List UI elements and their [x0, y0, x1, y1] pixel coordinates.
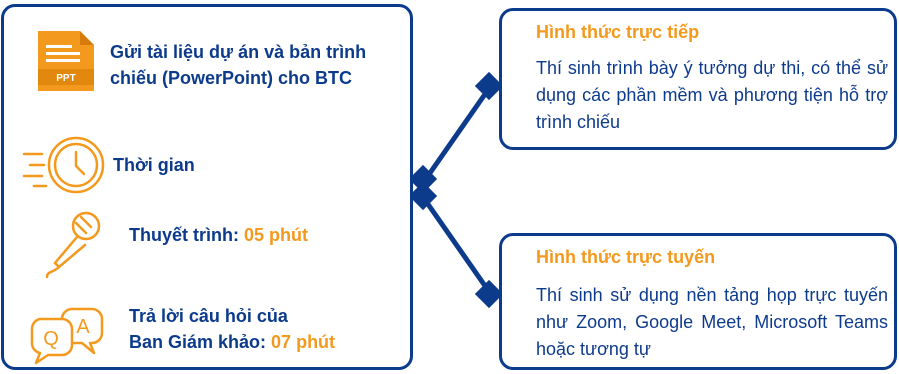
direct-format-title: Hình thức trực tiếp [536, 22, 700, 42]
direct-format-body: Thí sinh trình bày ý tưởng dự thi, có th… [536, 58, 888, 132]
qa-line-1: Trả lời câu hỏi của [129, 306, 288, 326]
submit-docs-text: Gửi tài liệu dự án và bản trình chiếu (P… [110, 42, 367, 88]
qa-label: Ban Giám khảo: [129, 332, 267, 352]
qa-icon-q: Q [43, 328, 59, 350]
qa-time-text: Trả lời câu hỏi của Ban Giám khảo: 07 ph… [129, 303, 399, 355]
connector-node-left-2 [408, 181, 438, 211]
ppt-file-icon: PPT [38, 31, 94, 91]
ppt-icon-label: PPT [56, 73, 75, 84]
presentation-duration: 05 phút [244, 225, 309, 245]
online-format-title: Hình thức trực tuyến [536, 247, 716, 267]
presentation-label: Thuyết trình: [129, 225, 239, 245]
qa-icon-a: A [76, 316, 90, 338]
clock-icon [22, 136, 105, 194]
qa-line-2: Ban Giám khảo: 07 phút [129, 329, 399, 355]
online-format-card: Hình thức trực tuyến Thí sinh sử dụng nề… [499, 233, 897, 370]
online-format-body: Thí sinh sử dụng nền tảng họp trực tuyến… [536, 285, 888, 359]
qa-bubbles-icon: Q A [30, 307, 104, 365]
qa-duration: 07 phút [271, 332, 336, 352]
left-info-panel: PPT Gửi tài liệu dự án và bản trình chiế… [1, 4, 413, 370]
connector-node-bottom [474, 279, 504, 309]
time-label: Thời gian [113, 155, 195, 175]
microphone-icon [45, 211, 101, 279]
presentation-time-text: Thuyết trình: 05 phút [129, 222, 308, 248]
direct-format-card: Hình thức trực tiếp Thí sinh trình bày ý… [499, 8, 897, 150]
